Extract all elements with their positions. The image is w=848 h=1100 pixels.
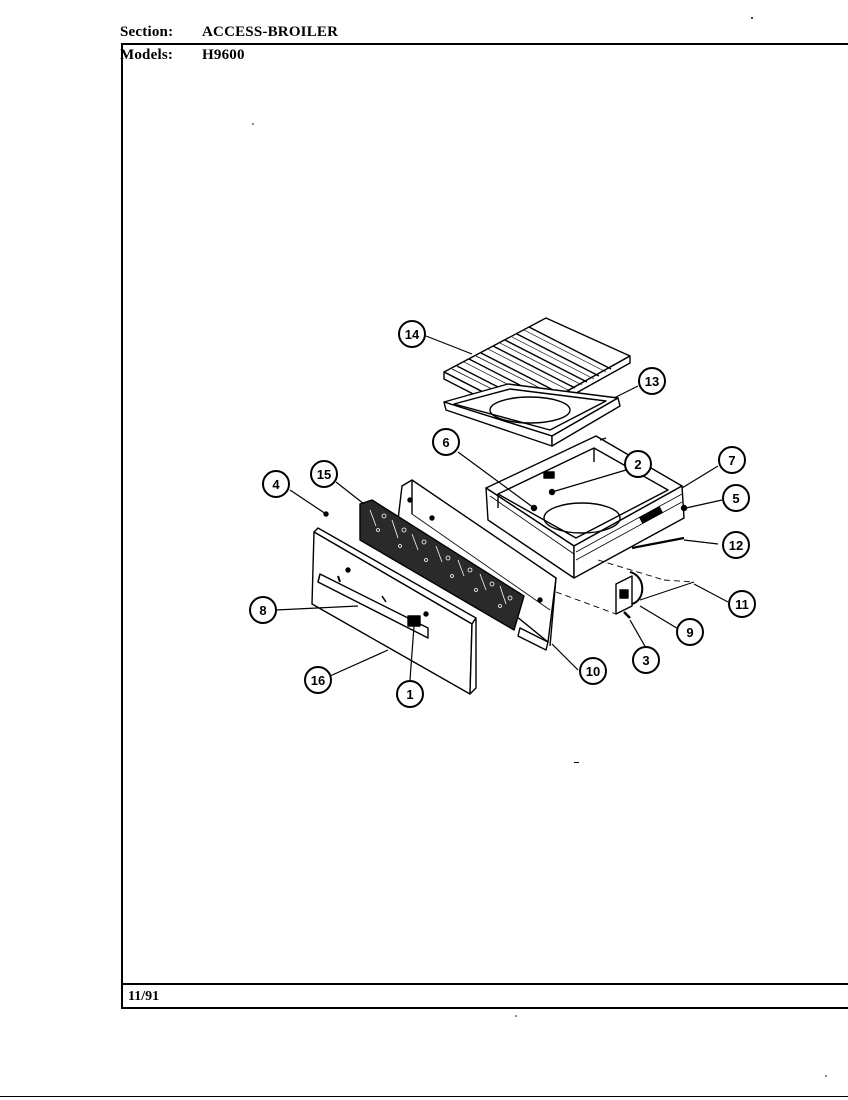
bottom-rule	[0, 1096, 848, 1097]
callout-11-number: 11	[735, 597, 749, 612]
callout-11: 11	[728, 590, 756, 618]
footer-date: 11/91	[128, 989, 160, 1004]
callout-8-number: 8	[259, 603, 266, 618]
callout-16-number: 16	[311, 673, 325, 688]
callout-12: 12	[722, 531, 750, 559]
insulation-part	[359, 499, 525, 631]
leader-lines	[275, 335, 729, 681]
models-header: Models: H9600	[120, 47, 520, 67]
footer-divider	[121, 983, 848, 985]
callout-14-number: 14	[405, 327, 420, 342]
scan-specks	[252, 17, 827, 1077]
callout-6-number: 6	[442, 435, 449, 450]
alignment-lines	[555, 559, 695, 615]
callout-2-number: 2	[634, 457, 641, 472]
callout-2: 2	[624, 450, 652, 478]
callout-group: 14 13 6 2 7 5 12 11 9 3 10 4 15 8 16 1	[249, 320, 756, 708]
callout-7-number: 7	[728, 453, 735, 468]
models-value: H9600	[202, 47, 245, 63]
latch-bracket-part	[615, 571, 644, 619]
models-label: Models:	[120, 47, 174, 63]
callout-15-number: 15	[317, 467, 331, 482]
callout-1: 1	[396, 680, 424, 708]
broiler-pan-part	[443, 383, 621, 447]
callout-14: 14	[398, 320, 426, 348]
callout-3: 3	[632, 646, 660, 674]
callout-9: 9	[676, 618, 704, 646]
section-header: Section: ACCESS-BROILER	[120, 24, 520, 44]
callout-3-number: 3	[642, 653, 649, 668]
callout-10: 10	[579, 657, 607, 685]
door-panel-part	[311, 511, 477, 695]
callout-15: 15	[310, 460, 338, 488]
section-value: ACCESS-BROILER	[202, 24, 339, 40]
page-frame	[121, 43, 848, 1009]
callout-13: 13	[638, 367, 666, 395]
callout-9-number: 9	[686, 625, 693, 640]
callout-16: 16	[304, 666, 332, 694]
callout-6: 6	[432, 428, 460, 456]
callout-1-number: 1	[406, 687, 413, 702]
callout-7: 7	[718, 446, 746, 474]
callout-4: 4	[262, 470, 290, 498]
callout-10-number: 10	[586, 664, 600, 679]
callout-8: 8	[249, 596, 277, 624]
callout-12-number: 12	[729, 538, 743, 553]
callout-4-number: 4	[272, 477, 280, 492]
callout-5-number: 5	[732, 491, 739, 506]
callout-13-number: 13	[645, 374, 659, 389]
section-label: Section:	[120, 24, 174, 40]
callout-5: 5	[722, 484, 750, 512]
